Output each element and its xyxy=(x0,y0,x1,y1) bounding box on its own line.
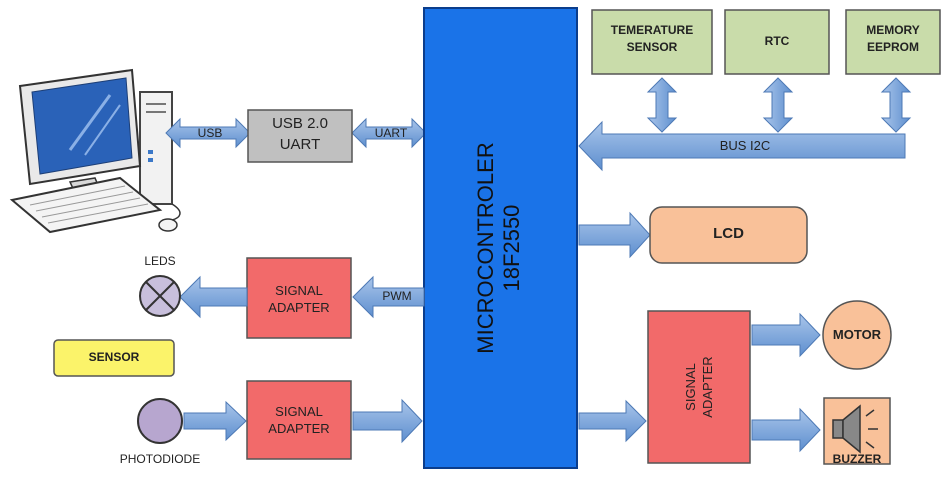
memory-eeprom-label: MEMORY EEPROM xyxy=(846,22,940,56)
led-lamp-icon xyxy=(139,275,181,317)
rtc-label: RTC xyxy=(764,34,790,48)
microcontroller-label: MICROCONTROLER 18F2550 xyxy=(473,18,527,478)
lcd-block xyxy=(649,206,808,264)
signal-adapter-motor-label: SIGNAL ADAPTER xyxy=(682,312,716,462)
memory-eeprom-block xyxy=(845,9,941,75)
signal-adapter-photodiode-label: SIGNAL ADAPTER xyxy=(247,403,351,437)
memory-line2: EEPROM xyxy=(866,40,919,54)
usb-link-label: USB xyxy=(197,126,223,140)
photodiode-label: PHOTODIODE xyxy=(119,452,201,466)
bus-i2c-arrow xyxy=(578,120,906,172)
usb-uart-label: USB 2.0 UART xyxy=(248,113,352,155)
sensor-block xyxy=(53,339,175,377)
signal-adapter-motor-line1: SIGNAL xyxy=(683,363,698,411)
buzzer-label: BUZZER xyxy=(832,452,882,466)
microcontroller-block xyxy=(423,7,578,469)
rtc-bus-arrow xyxy=(762,77,794,133)
temperature-sensor-line1: TEMERATURE xyxy=(610,23,694,37)
signal-adapter-photodiode-line2: ADAPTER xyxy=(268,421,330,436)
photodiode-mcu-arrow xyxy=(352,398,423,444)
speaker-icon xyxy=(823,397,891,465)
lcd-label: LCD xyxy=(713,225,744,242)
microcontroller-line2: 18F2550 xyxy=(499,204,524,292)
temp-bus-arrow xyxy=(646,77,678,133)
mcu-signal-adapter-arrow xyxy=(578,399,647,443)
photodiode-arrow xyxy=(183,400,247,442)
signal-adapter-motor-line2: ADAPTER xyxy=(700,356,715,418)
leds-label: LEDS xyxy=(144,254,176,268)
signal-adapter-leds-line1: SIGNAL xyxy=(275,283,323,298)
memory-line1: MEMORY xyxy=(866,23,920,37)
leds-arrow xyxy=(179,275,248,319)
motor-arrow xyxy=(751,312,821,358)
usb-uart-line2: UART xyxy=(279,136,321,153)
pwm-label: PWM xyxy=(382,289,412,303)
eeprom-bus-arrow xyxy=(880,77,912,133)
desktop-computer-icon xyxy=(9,68,181,234)
rtc-block xyxy=(724,9,830,75)
motor-block xyxy=(822,300,892,370)
signal-adapter-leds-label: SIGNAL ADAPTER xyxy=(247,282,351,316)
photodiode-icon xyxy=(137,398,183,444)
signal-adapter-leds-line2: ADAPTER xyxy=(268,300,330,315)
sensor-label: SENSOR xyxy=(88,350,140,364)
usb-uart-line1: USB 2.0 xyxy=(272,115,328,132)
signal-adapter-photodiode-block xyxy=(246,380,352,460)
buzzer-arrow xyxy=(751,407,821,453)
microcontroller-line1: MICROCONTROLER xyxy=(473,142,498,354)
motor-label: MOTOR xyxy=(832,327,882,342)
pwm-arrow xyxy=(352,275,425,319)
temperature-sensor-block xyxy=(591,9,713,75)
temperature-sensor-line2: SENSOR xyxy=(626,40,678,54)
usb-uart-block xyxy=(247,109,353,163)
uart-link-label: UART xyxy=(374,126,408,140)
bus-i2c-label: BUS I2C xyxy=(719,138,771,153)
signal-adapter-motor-block xyxy=(647,310,751,464)
temperature-sensor-label: TEMERATURE SENSOR xyxy=(592,22,712,56)
lcd-arrow xyxy=(578,211,651,259)
signal-adapter-photodiode-line1: SIGNAL xyxy=(275,404,323,419)
